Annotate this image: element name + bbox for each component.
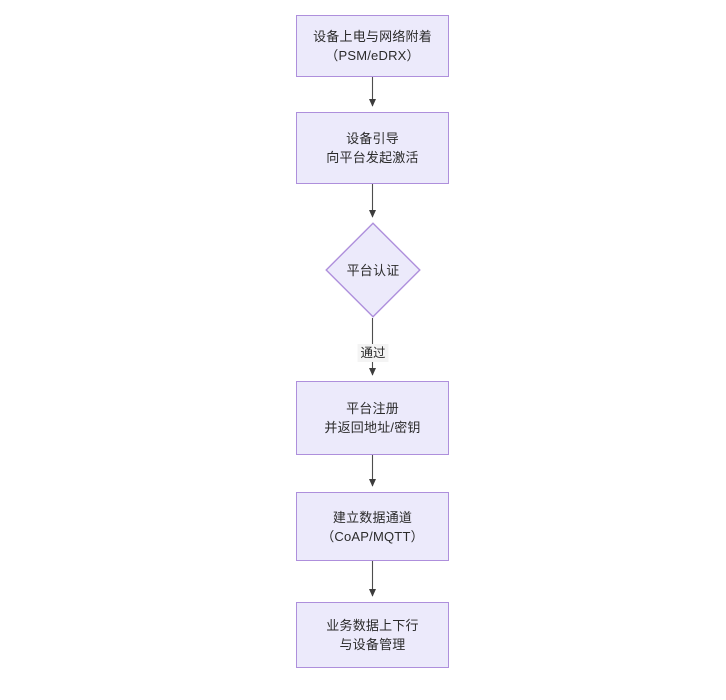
node-label: 设备引导 向平台发起激活 <box>326 131 419 165</box>
node-establish-data-channel[interactable]: 建立数据通道 （CoAP/MQTT） <box>296 492 449 561</box>
node-label: 平台注册 并返回地址/密钥 <box>324 401 421 435</box>
diamond-icon <box>325 222 421 318</box>
node-device-power-on[interactable]: 设备上电与网络附着 （PSM/eDRX） <box>296 15 449 77</box>
node-business-data-and-device-management[interactable]: 业务数据上下行 与设备管理 <box>296 602 449 668</box>
node-device-bootstrap[interactable]: 设备引导 向平台发起激活 <box>296 112 449 184</box>
node-label: 建立数据通道 （CoAP/MQTT） <box>321 509 424 544</box>
node-platform-registration[interactable]: 平台注册 并返回地址/密钥 <box>296 381 449 455</box>
node-label: 平台认证 <box>346 262 400 278</box>
node-platform-authentication[interactable]: 平台认证 <box>325 222 421 318</box>
edge-label-pass: 通过 <box>357 344 389 362</box>
node-label: 设备上电与网络附着 （PSM/eDRX） <box>313 29 432 63</box>
node-label: 业务数据上下行 与设备管理 <box>326 618 419 652</box>
